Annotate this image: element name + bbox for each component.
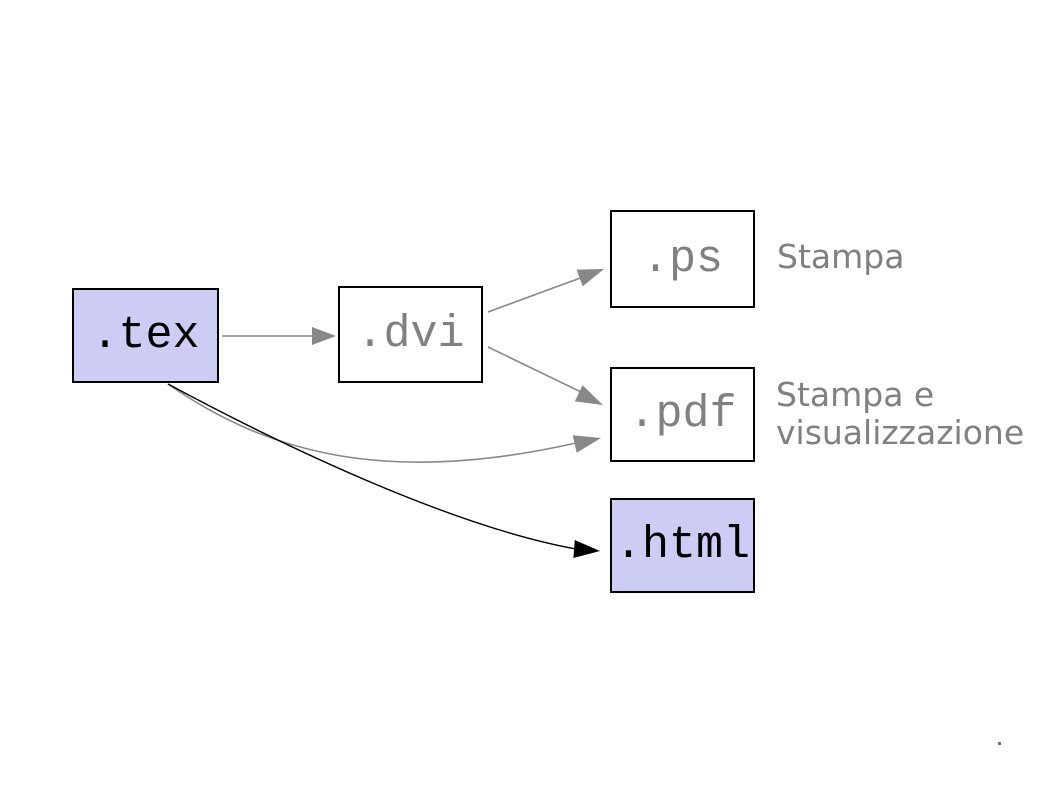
node-pdf: .pdf [610,367,755,462]
annotation-pdf-line2: visualizzazione [776,413,1025,452]
edge-tex-pdf-curve [167,383,577,463]
annotation-ps: Stampa [777,238,904,276]
node-dvi-label: .dvi [356,309,465,360]
stray-dot [998,742,1001,745]
node-tex: .tex [72,288,219,383]
annotation-ps-text: Stampa [777,237,905,276]
node-html: .html [610,498,755,593]
node-ps-label: .ps [641,233,723,285]
edge-dvi-pdf-arrowhead-icon [574,385,603,405]
node-pdf-label: .pdf [628,389,737,440]
node-ps: .ps [610,210,755,308]
node-html-label: .html [614,520,751,571]
annotation-pdf: Stampa e visualizzazione [776,376,1024,452]
annotation-pdf-line1: Stampa e [776,375,935,414]
edge-tex-pdf-arrowhead-icon [572,435,601,453]
edge-dvi-ps-arrowhead-icon [576,269,604,287]
edge-tex-html-arrowhead-icon [573,540,600,558]
edge-dvi-pdf-line [487,346,582,393]
node-tex-label: .tex [91,310,200,361]
edge-dvi-ps-line [487,276,584,313]
node-dvi: .dvi [338,286,483,383]
edge-tex-html-curve [167,383,577,550]
edge-tex-dvi-arrowhead-icon [312,327,336,345]
